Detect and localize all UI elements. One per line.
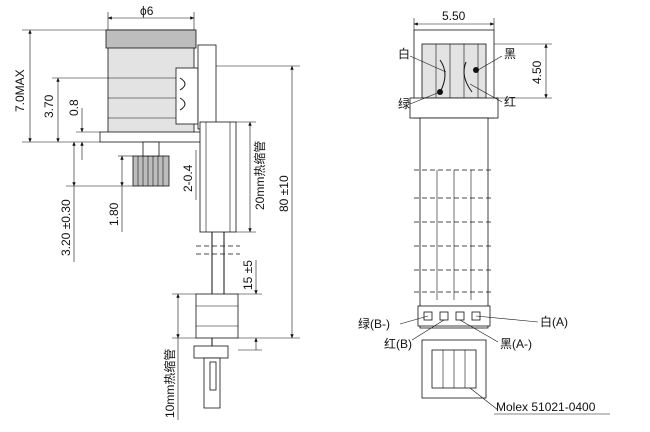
motor-rear-view: [409, 29, 499, 399]
dim-height-max: 7.0MAX: [13, 69, 27, 112]
rear-base: [409, 97, 499, 119]
heat-shrink-tube-10mm: [195, 293, 239, 339]
label-pin-black-a-minus: 黑(A-): [500, 337, 532, 351]
label-heat-shrink-10mm: 10mm热缩管: [162, 349, 177, 418]
dim-height: 4.50: [530, 60, 544, 84]
terminal-black-dot: [473, 67, 479, 73]
label-top-red: 红: [504, 94, 516, 109]
label-pin-green-b-minus: 绿(B-): [358, 316, 390, 331]
label-top-green: 绿: [398, 96, 410, 111]
label-top-white: 白: [398, 46, 410, 61]
right-dimensions: 5.50 4.50 白 黑 绿 红 绿(B-) 白(A) 红(B) 黑(A-) …: [358, 9, 610, 415]
heat-shrink-tube-20mm: [199, 121, 237, 233]
dim-3-20: 3.20 ±0.30: [59, 199, 73, 256]
pinion-gear: [132, 155, 170, 187]
dim-0-8: 0.8: [67, 99, 81, 116]
dim-15: 15 ±5: [241, 260, 255, 290]
label-heat-shrink-20mm: 20mm热缩管: [252, 141, 267, 210]
label-pin-white-a: 白(A): [540, 314, 568, 329]
dim-width: 5.50: [442, 9, 466, 23]
dim-1-80: 1.80: [107, 202, 121, 226]
terminal-block: [175, 67, 199, 125]
pin-header: [417, 305, 491, 327]
connector-body: [193, 345, 229, 359]
label-top-black: 黑: [504, 47, 516, 61]
label-pin-red-b: 红(B): [384, 336, 412, 351]
connector-latch: [209, 361, 217, 391]
left-dimensions: ϕ6 7.0MAX 3.70 0.8 3.20 ±0.30 1.80 2-0.4: [13, 4, 300, 420]
motor-side-view: [99, 29, 240, 409]
dim-80: 80 ±10: [277, 175, 291, 212]
dim-2-0-4: 2-0.4: [181, 164, 195, 192]
motor-top-band: [105, 29, 197, 49]
label-connector-part: Molex 51021-0400: [496, 400, 596, 414]
shaft: [142, 141, 160, 157]
dim-3-70: 3.70: [42, 94, 56, 118]
motor-base-plate: [99, 131, 205, 143]
dim-diameter: ϕ6: [140, 4, 154, 18]
mounting-flange: [197, 44, 217, 130]
